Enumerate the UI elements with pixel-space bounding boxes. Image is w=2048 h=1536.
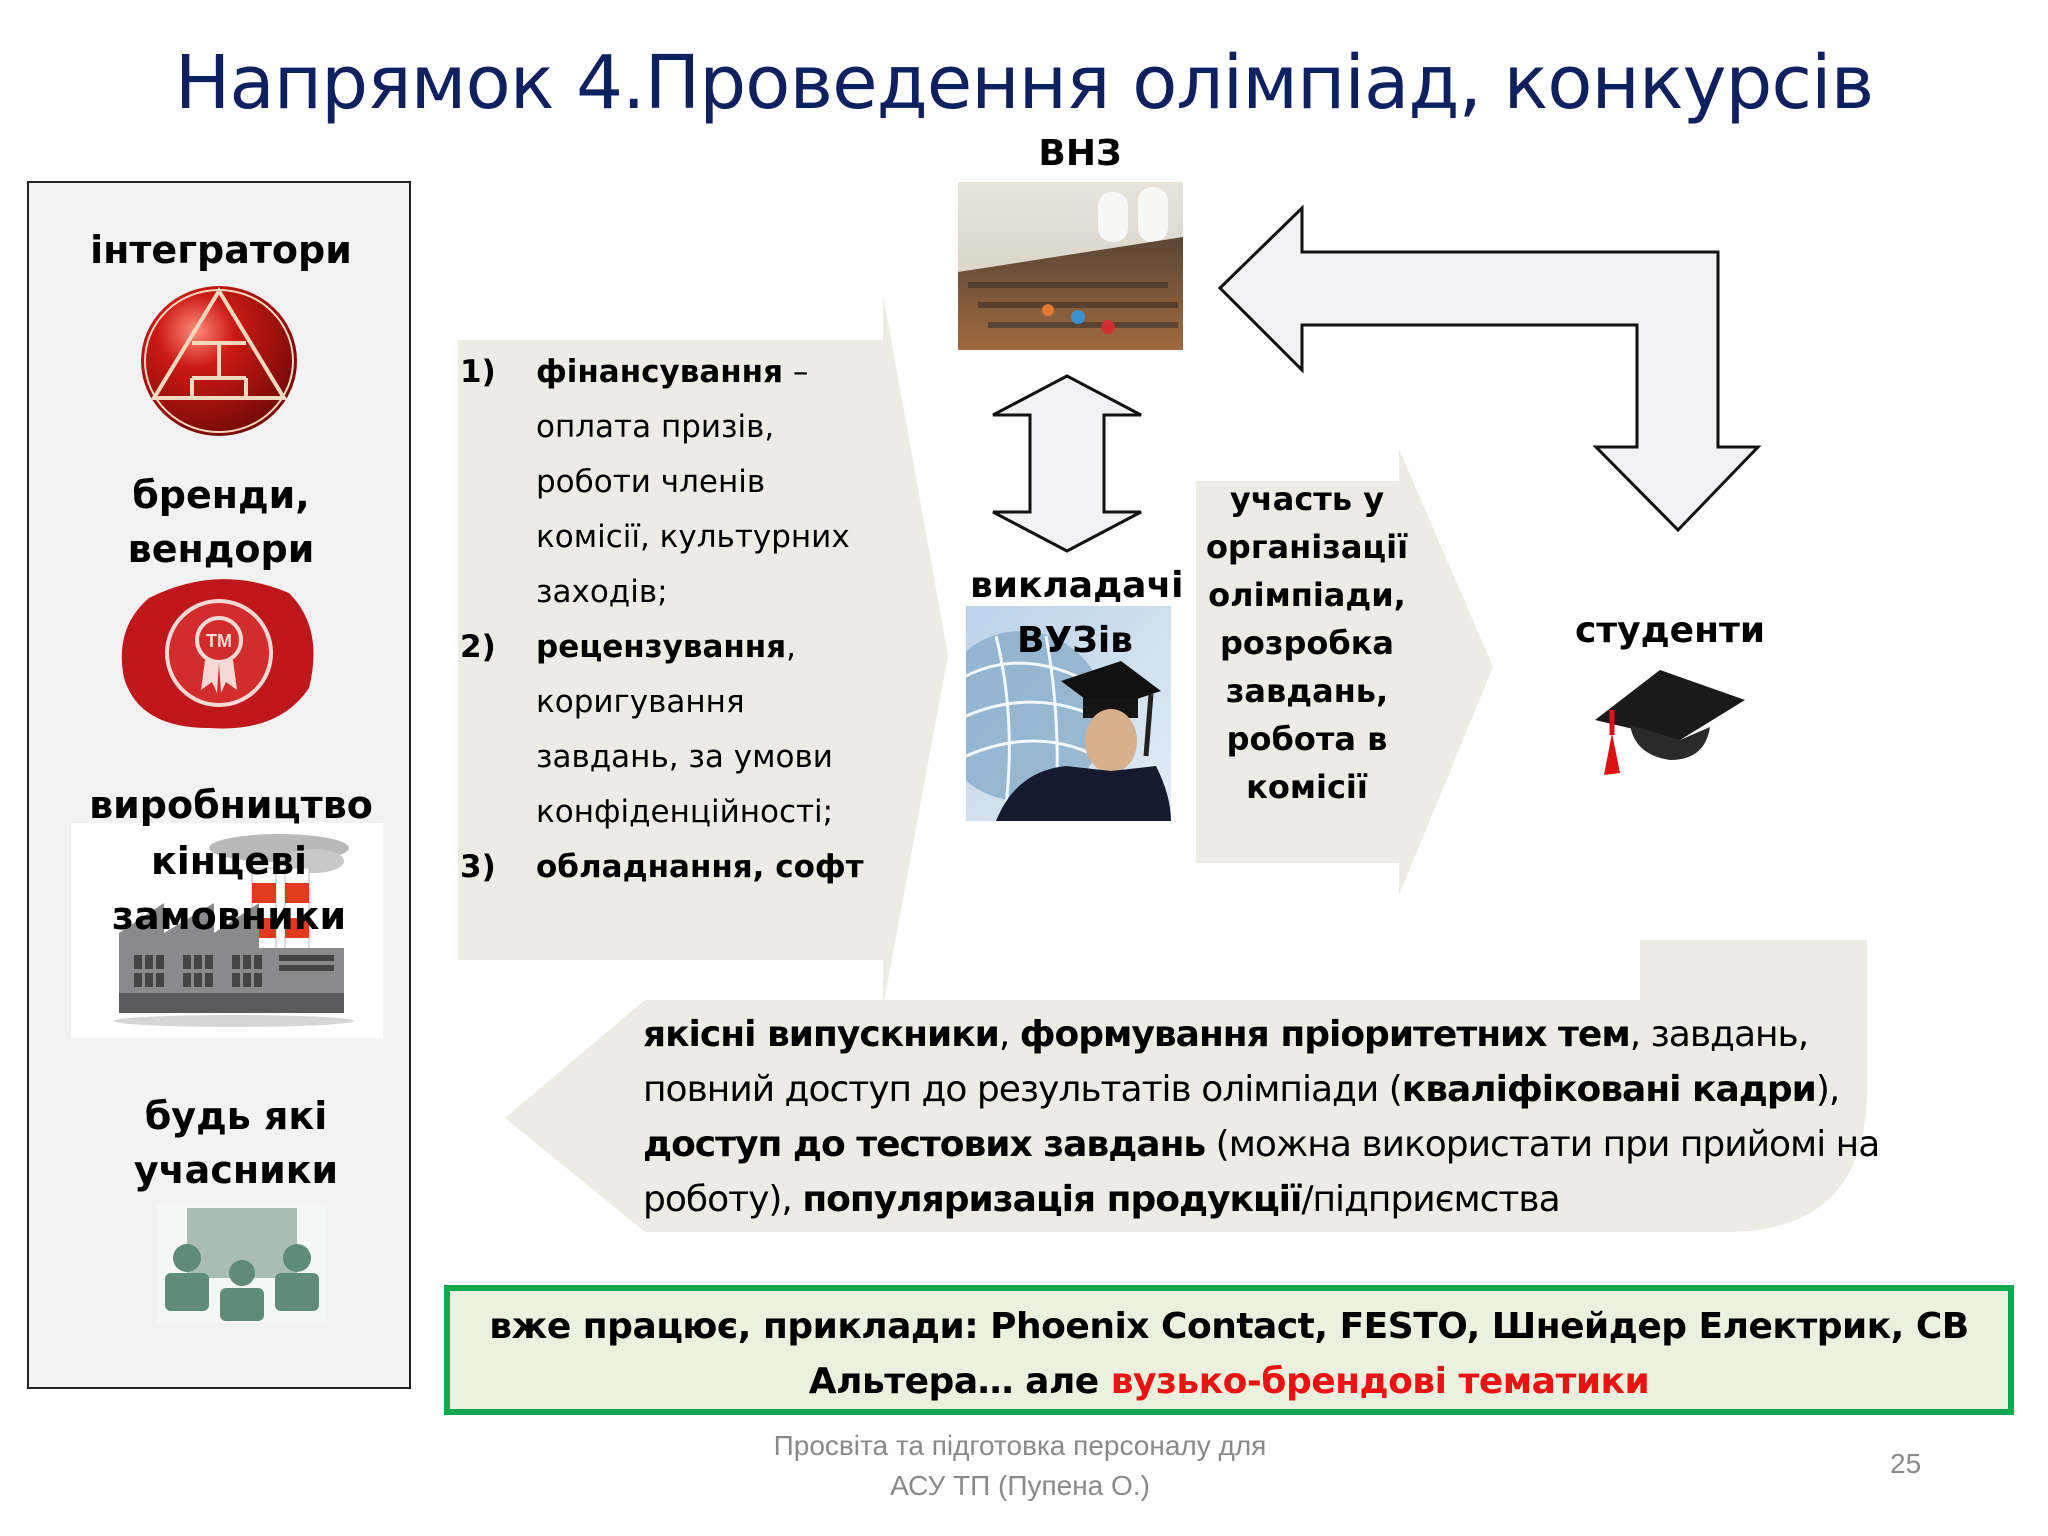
- examples-note-box: вже працює, приклади: Phoenix Contact, F…: [444, 1285, 2014, 1415]
- graduate-photo: [966, 606, 1171, 821]
- bent-double-arrow-icon: [1217, 204, 1762, 533]
- label-participants: учасники: [133, 1148, 339, 1192]
- people-group-icon: [157, 1203, 327, 1323]
- page-number: 25: [1890, 1448, 1922, 1479]
- label-end: кінцеві: [150, 839, 308, 883]
- label-customers: замовники: [111, 894, 347, 938]
- label-vendors: вендори: [127, 527, 315, 571]
- item-title: рецензування: [536, 629, 787, 665]
- label-production: виробництво: [89, 783, 373, 827]
- item-title: обладнання, софт: [536, 849, 864, 885]
- note-highlight: вузько-брендові тематики: [1110, 1361, 1650, 1402]
- lecture-hall-photo: [958, 182, 1183, 350]
- double-arrow-vertical-icon: [992, 374, 1142, 553]
- contribution-item: 2) рецензування, коригування завдань, за…: [460, 629, 834, 830]
- label-brands: бренди,: [132, 473, 310, 517]
- label-teachers-line2: ВУЗів: [1017, 620, 1133, 661]
- factory-icon: [114, 834, 354, 1027]
- slide-title: Напрямок 4.Проведення олімпіад, конкурсі…: [174, 40, 1874, 126]
- graduation-cap-icon: [1595, 670, 1745, 775]
- label-teachers-line1: викладачі: [970, 565, 1184, 606]
- label-university: ВНЗ: [1038, 133, 1122, 174]
- contributions-arrow-shape: [458, 295, 948, 1007]
- participation-text: участь у організації олімпіади, розробка…: [1205, 480, 1409, 806]
- label-any: будь які: [144, 1094, 328, 1138]
- label-students: студенти: [1574, 610, 1766, 651]
- note-text: вже працює, приклади: Phoenix Contact, F…: [489, 1306, 1969, 1402]
- label-integrators: інтегратори: [90, 228, 352, 272]
- contribution-item: 1) фінансування – оплата призів, роботи …: [460, 354, 850, 610]
- contribution-item: 3) обладнання, софт: [460, 849, 864, 885]
- svg-text:TM: TM: [206, 631, 232, 651]
- slide-footer: Просвіта та підготовка персоналу для АСУ…: [773, 1430, 1267, 1501]
- contributions-list: 1) фінансування – оплата призів, роботи …: [460, 345, 896, 895]
- item-title: фінансування: [536, 354, 784, 390]
- participation-arrow-shape: [1196, 449, 1493, 895]
- benefits-arrow-shape: [505, 940, 1867, 1232]
- red-triangle-emblem-icon: [141, 286, 297, 436]
- trademark-seal-icon: TM: [121, 579, 314, 729]
- benefits-text: якісні випускники, формування пріоритетн…: [643, 1014, 1880, 1220]
- stakeholders-panel: інтегратори бренди, вендори TM: [27, 181, 411, 1389]
